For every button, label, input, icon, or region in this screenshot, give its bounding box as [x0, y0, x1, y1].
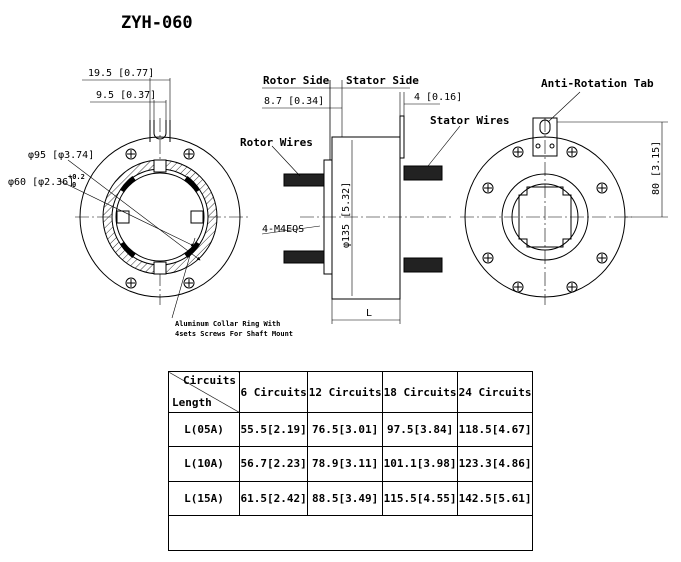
table-cell: 123.3[4.86] [457, 446, 533, 482]
stator-side-label: Stator Side [346, 74, 419, 87]
table-cell: 55.5[2.19] [238, 411, 309, 448]
table-cell: 56.7[2.23] [238, 446, 309, 482]
dim-outer-diameter: φ95 [φ3.74] [28, 150, 94, 161]
table-row: L(15A) 61.5[2.42] 88.5[3.49] 115.5[4.55]… [168, 480, 533, 517]
empty-cell [168, 515, 533, 551]
table-cell: 78.9[3.11] [307, 446, 384, 482]
table-header-row: Circuits Length 6 Circuits 12 Circuits 1… [168, 371, 533, 413]
length-spec-table: Circuits Length 6 Circuits 12 Circuits 1… [168, 371, 533, 551]
rear-view [460, 91, 668, 305]
dim-inner-slot: 9.5 [0.37] [96, 90, 156, 101]
dim-bore-tol-lower: 0 [72, 181, 76, 189]
drawing-title: ZYH-060 [121, 13, 193, 33]
rotor-side-label: Rotor Side [263, 74, 330, 87]
col-header: 12 Circuits [307, 371, 384, 413]
front-view [59, 78, 248, 319]
rotor-wires-label: Rotor Wires [240, 136, 313, 149]
corner-circuits-label: Circuits [183, 374, 236, 387]
front-screw-holes [125, 148, 195, 289]
col-header: 24 Circuits [457, 371, 533, 413]
dim-rotor-flange: 8.7 [0.34] [264, 96, 324, 107]
row-label: L(10A) [168, 446, 240, 482]
table-cell: 115.5[4.55] [382, 480, 459, 517]
side-view [261, 80, 461, 324]
corner-length-label: Length [172, 396, 212, 409]
dim-stator-tab: 4 [0.16] [414, 92, 462, 103]
holes-label: 4-M4EQS [262, 224, 304, 235]
dim-rear-height: 80 [3.15] [651, 141, 662, 195]
anti-rotation-tab-label: Anti-Rotation Tab [541, 77, 654, 90]
table-cell: 101.1[3.98] [382, 446, 459, 482]
dim-bore-tol-upper: +0.2 [68, 173, 85, 181]
table-cell: 97.5[3.84] [382, 411, 459, 448]
table-cell: 88.5[3.49] [307, 480, 384, 517]
rear-screw-holes [482, 146, 608, 293]
table-cell: 76.5[3.01] [307, 411, 384, 448]
table-row: L(05A) 55.5[2.19] 76.5[3.01] 97.5[3.84] … [168, 411, 533, 448]
col-header: 18 Circuits [382, 371, 459, 413]
collar-note-line1: Aluminum Collar Ring With [175, 320, 280, 328]
stator-wires-label: Stator Wires [430, 114, 509, 127]
table-corner-cell: Circuits Length [168, 371, 240, 413]
table-empty-row [168, 515, 533, 551]
row-label: L(15A) [168, 480, 240, 517]
table-cell: 142.5[5.61] [457, 480, 533, 517]
dim-body-diameter: φ135 [5.32] [341, 182, 352, 248]
dim-outer-slot: 19.5 [0.77] [88, 68, 154, 79]
table-row: L(10A) 56.7[2.23] 78.9[3.11] 101.1[3.98]… [168, 446, 533, 482]
length-label: L [366, 308, 372, 319]
row-label: L(05A) [168, 411, 240, 448]
table-cell: 118.5[4.67] [457, 411, 533, 448]
dim-bore-diameter: φ60 [φ2.36] [8, 177, 74, 188]
col-header: 6 Circuits [238, 371, 309, 413]
collar-note-line2: 4sets Screws For Shaft Mount [175, 330, 293, 338]
table-cell: 61.5[2.42] [238, 480, 309, 517]
